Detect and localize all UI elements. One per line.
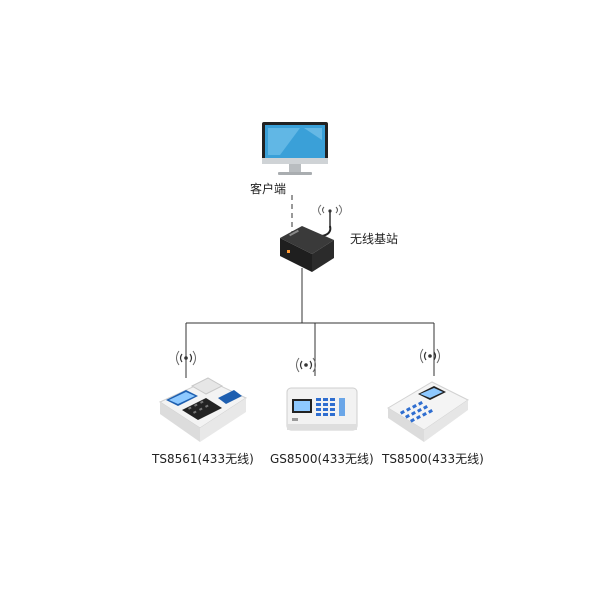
terminal-label-ts8561: TS8561(433无线): [152, 452, 254, 466]
wifi-signal-icon: [176, 350, 196, 366]
terminal-ts8500-icon: [387, 381, 469, 442]
wifi-signal-icon: [296, 357, 316, 373]
wifi-signal-icon: [420, 348, 440, 364]
client-label: 客户端: [250, 182, 287, 196]
terminal-gs8500-icon: [286, 387, 358, 431]
terminal-ts8561-icon: [158, 377, 248, 442]
base-station-label: 无线基站: [350, 232, 399, 246]
base-station-icon: [280, 204, 342, 272]
terminal-label-gs8500: GS8500(433无线): [270, 452, 374, 466]
terminal-label-ts8500: TS8500(433无线): [382, 452, 484, 466]
monitor-icon: [262, 122, 328, 175]
